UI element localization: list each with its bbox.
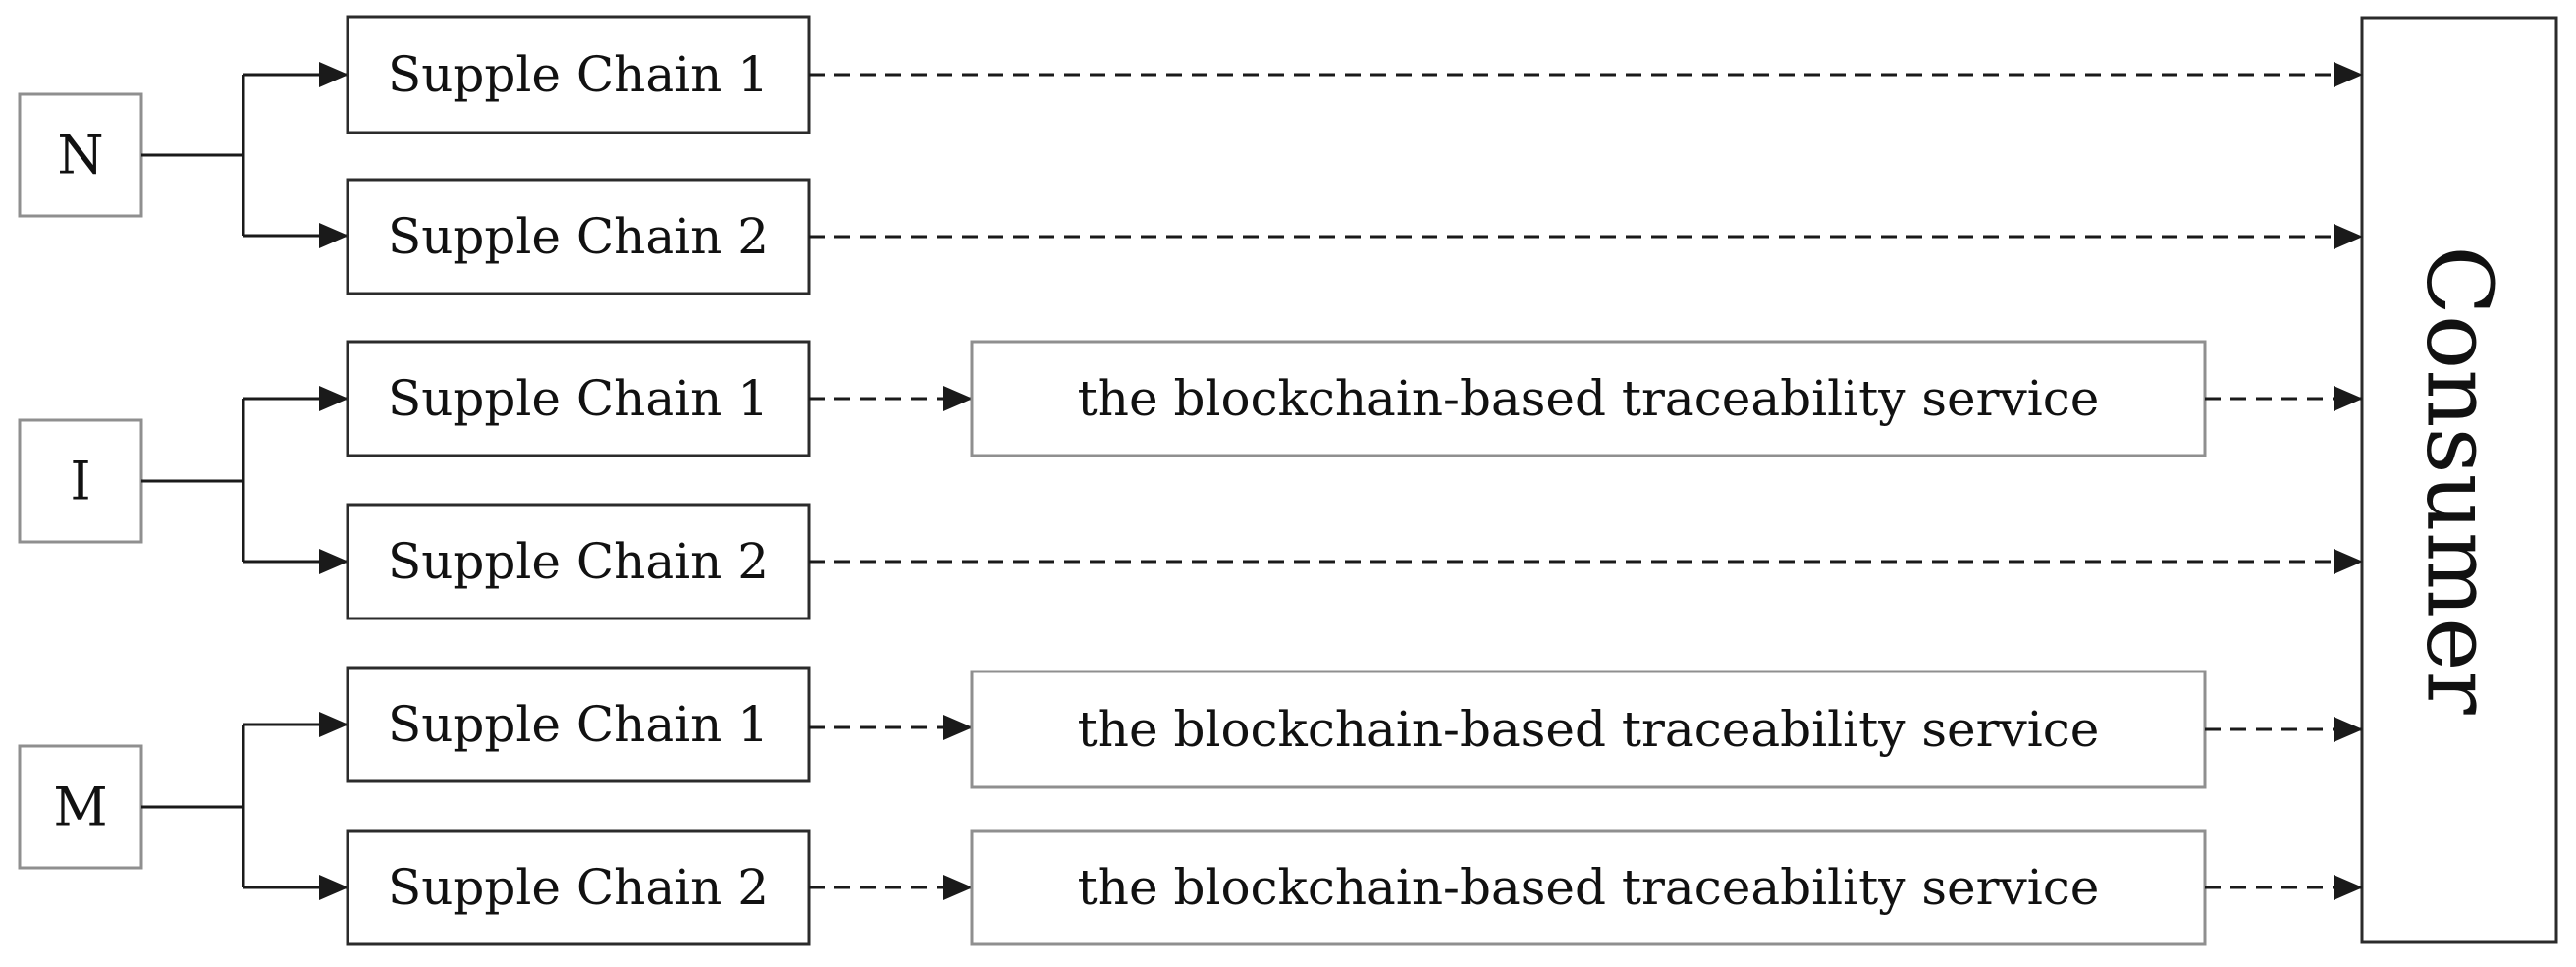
- group-m-chain-1: Supple Chain 1: [346, 666, 811, 783]
- group-n-chain-1-label: Supple Chain 1: [388, 46, 769, 103]
- group-m-service-1-label: the blockchain-based traceability servic…: [1078, 701, 2100, 758]
- group-n: N Supple Chain 1 Supple Chain 2: [18, 15, 2363, 295]
- group-n-branch-line: [141, 75, 245, 236]
- group-i-service-1-label: the blockchain-based traceability servic…: [1078, 370, 2100, 427]
- group-i-chain-1-label: Supple Chain 1: [388, 370, 769, 427]
- group-m-chain-2: Supple Chain 2: [346, 829, 811, 946]
- consumer-node: Consumer: [2360, 16, 2558, 944]
- group-i-chain-2: Supple Chain 2: [346, 503, 811, 620]
- group-i-label: I: [70, 451, 90, 512]
- group-i: I Supple Chain 1 the blockchain-based tr…: [18, 340, 2363, 620]
- group-m-label: M: [53, 777, 107, 838]
- group-m-chain-1-label: Supple Chain 1: [388, 696, 769, 753]
- group-i-chain-1: Supple Chain 1: [346, 340, 811, 457]
- group-i-chain-2-label: Supple Chain 2: [388, 533, 769, 590]
- group-n-chain-2: Supple Chain 2: [346, 178, 811, 295]
- group-m-branch-line: [141, 725, 245, 887]
- group-m: M Supple Chain 1 the blockchain-based tr…: [18, 666, 2363, 946]
- group-n-chain-1: Supple Chain 1: [346, 15, 811, 134]
- group-i-service-1: the blockchain-based traceability servic…: [970, 340, 2207, 457]
- group-i-branch-line: [141, 399, 245, 562]
- group-n-chain-2-label: Supple Chain 2: [388, 208, 769, 265]
- group-n-label: N: [57, 125, 103, 187]
- group-m-service-2-label: the blockchain-based traceability servic…: [1078, 859, 2100, 916]
- group-m-service-2: the blockchain-based traceability servic…: [970, 829, 2207, 946]
- group-m-chain-2-label: Supple Chain 2: [388, 859, 769, 916]
- group-m-service-1: the blockchain-based traceability servic…: [970, 670, 2207, 789]
- consumer-label: Consumer: [2407, 245, 2512, 714]
